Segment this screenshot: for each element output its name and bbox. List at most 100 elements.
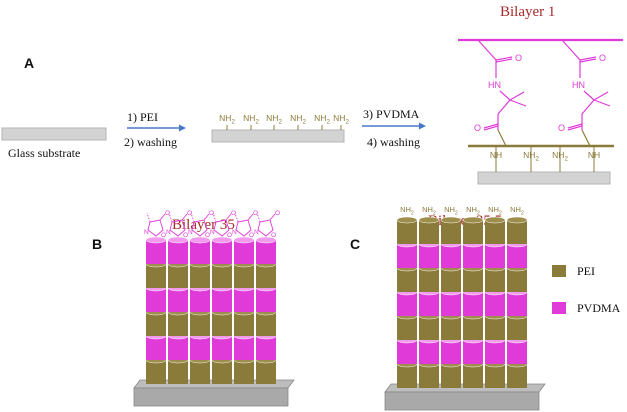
oxygen-label: O	[205, 232, 210, 239]
bond	[269, 213, 276, 221]
pei-layer-segment	[168, 360, 188, 384]
pvdma-layer-segment	[168, 240, 188, 264]
pei-layer-segment	[419, 364, 439, 388]
pvdma-layer-segment	[190, 240, 210, 264]
oxygen-label: O	[558, 123, 565, 133]
pvdma-layer-segment	[463, 340, 483, 364]
step-2-label: 2) washing	[124, 135, 177, 149]
pei-layer-segment	[256, 264, 276, 288]
pvdma-layer-segment	[463, 292, 483, 316]
pei-layer-segment	[485, 220, 505, 244]
pei-layer-segment	[419, 268, 439, 292]
bilayer-1-title: Bilayer 1	[500, 4, 555, 20]
azlactone-ring-icon	[235, 219, 252, 237]
oxygen-label: O	[249, 232, 254, 239]
pvdma-layer-segment	[507, 244, 527, 268]
pei-layer-segment	[507, 220, 527, 244]
pei-layer-segment	[168, 312, 188, 336]
bond	[561, 39, 581, 61]
hn-label: HN	[572, 80, 585, 90]
segment-cap	[462, 216, 484, 224]
pei-layer-segment	[190, 360, 210, 384]
pei-layer-segment	[463, 364, 483, 388]
pei-coated-substrate	[211, 129, 345, 143]
nh-label: NH	[490, 150, 502, 160]
pvdma-layer-segment	[256, 336, 276, 360]
pvdma-layer-segment	[146, 240, 166, 264]
step-4-label: 4) washing	[367, 135, 420, 149]
oxygen-label: O	[515, 53, 522, 63]
pei-layer-segment	[397, 364, 417, 388]
nitrogen-label: N	[254, 229, 259, 236]
nitrogen-label: N	[144, 229, 149, 236]
legend-swatch-pei	[552, 265, 566, 277]
pei-layer-segment	[463, 268, 483, 292]
segment-cap	[233, 236, 255, 244]
pvdma-layer-segment	[168, 336, 188, 360]
pvdma-layer-segment	[485, 340, 505, 364]
amine-label: NH2	[333, 113, 349, 126]
azlactone-ring-icon	[191, 219, 208, 237]
pvdma-layer-segment	[441, 244, 461, 268]
amine-label: NH2	[444, 205, 458, 216]
pei-layer-segment	[146, 264, 166, 288]
base-slab	[384, 391, 540, 411]
pei-layer-segment	[441, 364, 461, 388]
base-slab	[133, 387, 289, 407]
bond	[146, 212, 151, 223]
pvdma-layer-segment	[397, 340, 417, 364]
pei-layer-segment	[234, 360, 254, 384]
pei-layer-segment	[463, 316, 483, 340]
pei-layer-segment	[441, 316, 461, 340]
pvdma-layer-segment	[419, 292, 439, 316]
oxygen-label: O	[183, 232, 188, 239]
pei-layer-segment	[419, 316, 439, 340]
panel-c-label: C	[350, 236, 360, 252]
bond	[225, 213, 232, 221]
pvdma-layer-segment	[212, 288, 232, 312]
bond	[247, 213, 254, 221]
bond	[579, 58, 597, 63]
bond	[483, 123, 499, 129]
amine-label: NH2	[243, 113, 259, 126]
bond	[509, 91, 525, 101]
pei-layer-segment	[146, 312, 166, 336]
pei-layer-segment	[168, 264, 188, 288]
pei-layer-segment	[190, 264, 210, 288]
nitrogen-label: N	[166, 229, 171, 236]
pei-layer-segment	[441, 268, 461, 292]
bond	[593, 99, 611, 107]
pvdma-layer-segment	[212, 336, 232, 360]
pei-layer-segment	[485, 268, 505, 292]
pei-layer-segment	[212, 360, 232, 384]
nitrogen-label: N	[232, 229, 237, 236]
pei-layer-segment	[507, 316, 527, 340]
bond	[497, 129, 507, 147]
panel-a-label: A	[24, 55, 34, 71]
bond	[203, 213, 210, 221]
segment-cap	[189, 236, 211, 244]
bond	[509, 99, 527, 107]
pvdma-layer-segment	[146, 288, 166, 312]
segment-cap	[167, 236, 189, 244]
pei-layer-segment	[146, 360, 166, 384]
oxygen-label: O	[209, 210, 214, 217]
bond	[583, 90, 595, 101]
pei-layer-segment	[234, 264, 254, 288]
azlactone-ring-icon	[147, 219, 164, 237]
pei-layer-segment	[397, 268, 417, 292]
pvdma-layer-segment	[256, 240, 276, 264]
pvdma-layer-segment	[397, 244, 417, 268]
bond	[181, 213, 188, 221]
pvdma-layer-segment	[168, 288, 188, 312]
pvdma-layer-segment	[234, 288, 254, 312]
hn-label: HN	[488, 80, 501, 90]
bond	[581, 129, 591, 147]
pvdma-layer-segment	[419, 244, 439, 268]
pvdma-layer-segment	[234, 336, 254, 360]
amine-label: NH2	[219, 113, 235, 126]
segment-cap	[440, 216, 462, 224]
